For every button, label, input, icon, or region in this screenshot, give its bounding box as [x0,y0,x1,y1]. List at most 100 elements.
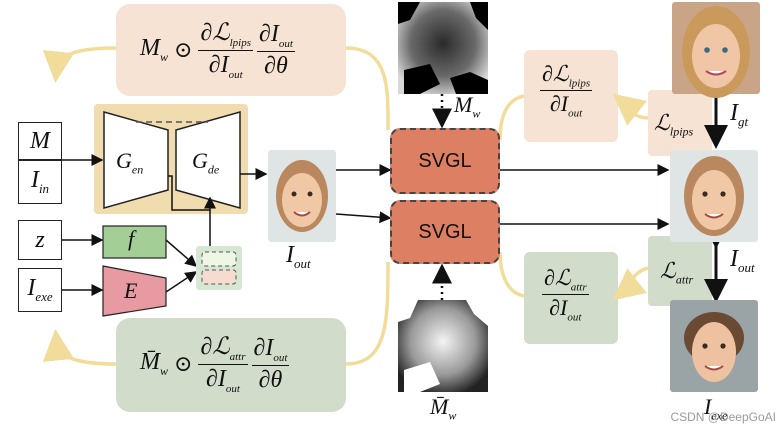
e-module-shape [102,265,167,317]
svgl-bottom-label: SVGL [418,220,472,243]
arrow-iout-to-svgl-bottom [335,211,392,224]
fbl-num2: ∂I [253,335,274,362]
g-de-sub: de [207,162,220,177]
right-top-formula-panel [524,50,618,142]
yellow-flow-bottom-left-out [42,329,117,366]
yellow-flow-top-left [345,46,390,131]
fbl-frac1: ∂ℒattr ∂Iout [198,334,248,395]
latent-slot-top [201,251,237,267]
frt-frac: ∂ℒlpips ∂Iout [540,61,593,120]
g-de-symbol: G [192,148,208,173]
ftl-odot: ⊙ [174,37,193,63]
fbl-den2: ∂θ [258,367,283,394]
input-m-box: M [18,122,62,160]
attr-loss-label: ℒattr [660,258,693,287]
fbl-frac2: ∂Iout ∂θ [251,335,290,394]
face-iout-center-shape [268,150,336,242]
igt-sub: gt [738,113,749,129]
lpips-loss-sub: lpips [669,124,694,139]
frb-den: ∂I [549,295,568,321]
right-bottom-formula-panel [524,252,618,344]
input-iin-label: I [30,167,39,194]
yellow-flow-bottom-left [345,261,390,366]
mw-top-label: Mw [454,92,480,121]
ftl-den1-sub: out [228,68,243,81]
ftl-frac2: ∂Iout ∂θ [257,21,295,79]
mask-mw-top-shape [398,2,488,94]
ftl-frac1: ∂ℒlpips ∂Iout [198,20,254,81]
iout-center-sub: out [294,255,311,271]
attr-loss-sub: attr [675,272,694,287]
input-iexe-label: I [27,275,36,302]
iout-right-label: Iout [730,246,755,276]
f-module-shape [102,225,167,259]
svgl-top-label: SVGL [418,149,472,172]
lpips-loss-symbol: ℒ [654,110,670,135]
arrow-f-to-stack [165,239,198,267]
e-module-label: E [124,278,138,303]
frt-num-sub: lpips [568,77,591,90]
ftl-num2-sub: out [278,38,293,51]
input-z-box: z [18,220,62,260]
fbl-prefix-sub: w [160,364,169,379]
iout-center-label: Iout [286,242,311,272]
fbl-num1-sub: attr [229,350,246,363]
f-module-label: f [128,226,135,251]
mw-bar-bottom-symbol: M̄ [430,394,449,419]
mw-bar-bottom-label: M̄w [430,394,456,423]
formula-right-top: ∂ℒlpips ∂Iout [540,61,593,120]
fbl-num2-sub: out [273,352,288,365]
fbl-odot: ⊙ [174,351,193,377]
g-en-label: Gen [116,148,143,177]
ftl-num1-sub: lpips [229,36,252,49]
arrow-e-to-stack [165,271,198,293]
ftl-num2: ∂I [259,21,279,48]
yellow-flow-right-top-in [612,93,649,126]
bottleneck-line [168,175,216,211]
iout-center-symbol: I [286,242,294,268]
frb-num: ∂ℒ [544,265,571,290]
lpips-loss-label: ℒlpips [654,110,693,139]
svgl-bottom-block: SVGL [390,200,500,264]
watermark: CSDN @DeepGoAI [670,410,776,424]
g-en-sub: en [131,162,144,177]
mw-bar-bottom-sub: w [448,408,457,423]
yellow-flow-right-bottom-out [498,251,525,298]
bottom-left-formula-panel [116,318,346,412]
attr-loss-symbol: ℒ [660,258,676,283]
mw-top-sub: w [472,106,481,121]
frt-den: ∂I [549,91,569,117]
input-m-label: M [30,127,50,154]
yellow-flow-top-left-out [42,46,117,83]
fbl-prefix: M̄ [140,349,160,376]
attr-loss-panel [648,236,712,306]
fbl-den1-sub: out [225,382,240,395]
frb-den-sub: out [567,311,582,324]
lpips-loss-panel [648,90,712,156]
fbl-num1: ∂ℒ [200,334,230,360]
latent-slot-bottom [201,269,237,285]
yellow-flow-right-bottom-in [612,266,649,301]
face-iexe-shape [670,300,758,392]
face-iout-right-shape [670,150,758,242]
ftl-den1: ∂I [208,51,229,78]
frb-frac: ∂ℒattr ∂Iout [542,265,589,324]
mask-mw-bar-bottom-shape [398,300,488,392]
input-iexe-sub: exe [35,288,53,304]
frb-num-sub: attr [570,281,587,294]
ftl-prefix-sub: w [160,50,169,65]
igt-symbol: I [730,100,738,126]
face-igt-shape [672,2,760,98]
frt-den-sub: out [568,107,583,120]
input-iexe-box: Iexe [18,268,62,312]
iout-right-sub: out [738,259,755,275]
iexe-bottom-symbol: I [704,394,712,419]
input-iin-sub: in [38,180,50,196]
ftl-den2: ∂θ [264,53,288,80]
fbl-den1: ∂I [206,365,226,392]
frt-num: ∂ℒ [542,61,569,86]
input-z-label: z [35,226,45,253]
g-en-symbol: G [116,148,132,173]
iexe-bottom-label: Iexe [704,394,727,423]
